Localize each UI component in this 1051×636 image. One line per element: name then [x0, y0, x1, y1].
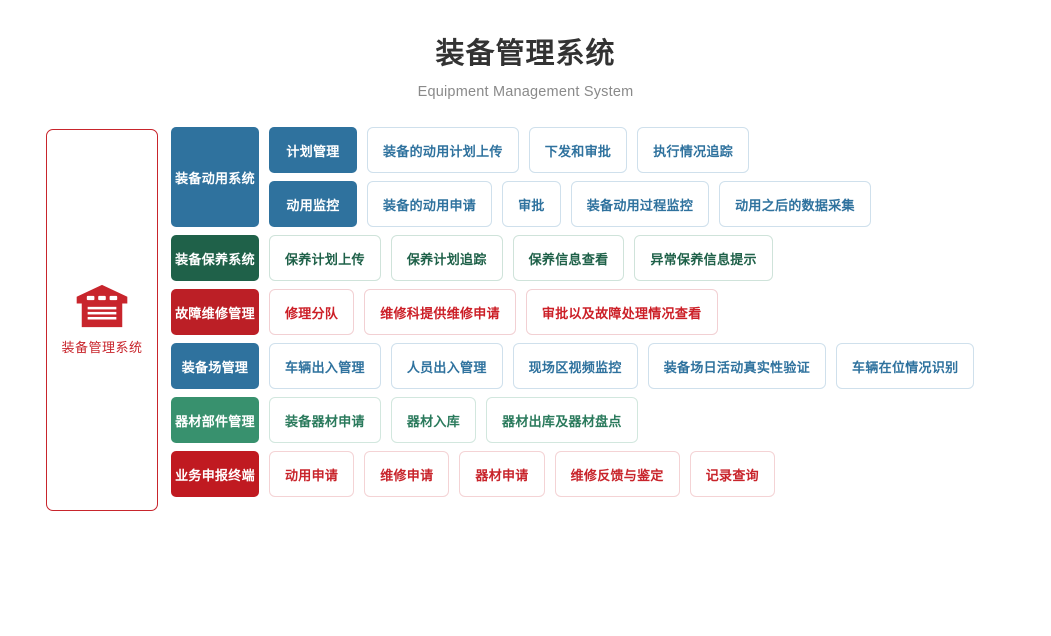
module-group-button[interactable]: 动用监控 [269, 181, 357, 227]
module-items: 车辆出入管理人员出入管理现场区视频监控装备场日活动真实性验证车辆在位情况识别 [269, 343, 975, 389]
module-feature-button[interactable]: 修理分队 [269, 289, 355, 335]
module-items: 保养计划上传保养计划追踪保养信息查看异常保养信息提示 [269, 235, 773, 281]
module-feature-button[interactable]: 器材出库及器材盘点 [486, 397, 638, 443]
module-feature-button[interactable]: 异常保养信息提示 [634, 235, 773, 281]
page-header: 装备管理系统 Equipment Management System [0, 36, 1051, 103]
module-feature-button[interactable]: 动用申请 [269, 451, 355, 497]
module-feature-button[interactable]: 车辆出入管理 [269, 343, 381, 389]
module-subrow: 动用申请维修申请器材申请维修反馈与鉴定记录查询 [269, 451, 775, 497]
module-row: 装备保养系统保养计划上传保养计划追踪保养信息查看异常保养信息提示 [171, 235, 974, 281]
module-category-button[interactable]: 装备场管理 [171, 343, 259, 389]
module-feature-button[interactable]: 动用之后的数据采集 [719, 181, 871, 227]
module-feature-button[interactable]: 保养计划上传 [269, 235, 381, 281]
module-feature-button[interactable]: 装备器材申请 [269, 397, 381, 443]
page-title: 装备管理系统 [435, 38, 616, 70]
module-feature-button[interactable]: 现场区视频监控 [512, 343, 638, 389]
module-feature-button[interactable]: 器材入库 [390, 397, 477, 443]
module-category-button[interactable]: 装备保养系统 [171, 235, 259, 281]
module-rows: 装备动用系统计划管理装备的动用计划上传下发和审批执行情况追踪动用监控装备的动用申… [171, 127, 975, 505]
module-feature-button[interactable]: 人员出入管理 [390, 343, 503, 389]
module-feature-button[interactable]: 下发和审批 [528, 127, 628, 173]
module-feature-button[interactable]: 保养计划追踪 [390, 235, 503, 281]
module-items: 动用申请维修申请器材申请维修反馈与鉴定记录查询 [269, 451, 775, 497]
module-feature-button[interactable]: 维修科提供维修申请 [364, 289, 516, 335]
module-feature-button[interactable]: 器材申请 [459, 451, 545, 497]
module-row: 业务申报终端动用申请维修申请器材申请维修反馈与鉴定记录查询 [171, 451, 974, 497]
module-feature-button[interactable]: 保养信息查看 [512, 235, 625, 281]
system-overview-panel[interactable]: 装备管理系统 [46, 129, 158, 511]
module-row: 器材部件管理装备器材申请器材入库器材出库及器材盘点 [171, 397, 974, 443]
module-row: 装备场管理车辆出入管理人员出入管理现场区视频监控装备场日活动真实性验证车辆在位情… [171, 343, 975, 389]
warehouse-icon [76, 284, 128, 328]
module-feature-button[interactable]: 装备场日活动真实性验证 [647, 343, 827, 389]
module-subrow: 装备器材申请器材入库器材出库及器材盘点 [269, 397, 638, 443]
module-items: 装备器材申请器材入库器材出库及器材盘点 [269, 397, 638, 443]
module-subrow: 车辆出入管理人员出入管理现场区视频监控装备场日活动真实性验证车辆在位情况识别 [269, 343, 975, 389]
module-items: 计划管理装备的动用计划上传下发和审批执行情况追踪动用监控装备的动用申请审批装备动… [269, 127, 871, 227]
module-subrow: 保养计划上传保养计划追踪保养信息查看异常保养信息提示 [269, 235, 773, 281]
module-subrow: 修理分队维修科提供维修申请审批以及故障处理情况查看 [269, 289, 718, 335]
module-subrow: 计划管理装备的动用计划上传下发和审批执行情况追踪 [269, 127, 871, 173]
module-feature-button[interactable]: 执行情况追踪 [637, 127, 750, 173]
module-feature-button[interactable]: 装备动用过程监控 [570, 181, 710, 227]
module-feature-button[interactable]: 装备的动用计划上传 [367, 127, 519, 173]
module-feature-button[interactable]: 维修申请 [364, 451, 450, 497]
page-subtitle: Equipment Management System [417, 84, 634, 100]
module-feature-button[interactable]: 维修反馈与鉴定 [554, 451, 680, 497]
module-category-button[interactable]: 装备动用系统 [171, 127, 259, 227]
system-overview-label: 装备管理系统 [61, 340, 143, 355]
module-category-button[interactable]: 业务申报终端 [171, 451, 259, 497]
module-category-button[interactable]: 器材部件管理 [171, 397, 259, 443]
module-items: 修理分队维修科提供维修申请审批以及故障处理情况查看 [269, 289, 718, 335]
module-subrow: 动用监控装备的动用申请审批装备动用过程监控动用之后的数据采集 [269, 181, 871, 227]
module-group-button[interactable]: 计划管理 [269, 127, 357, 173]
module-row: 装备动用系统计划管理装备的动用计划上传下发和审批执行情况追踪动用监控装备的动用申… [171, 127, 974, 227]
module-feature-button[interactable]: 记录查询 [689, 451, 775, 497]
module-feature-button[interactable]: 车辆在位情况识别 [836, 343, 975, 389]
module-row: 故障维修管理修理分队维修科提供维修申请审批以及故障处理情况查看 [171, 289, 974, 335]
module-feature-button[interactable]: 审批 [502, 181, 561, 227]
module-category-button[interactable]: 故障维修管理 [171, 289, 259, 335]
module-feature-button[interactable]: 装备的动用申请 [367, 181, 493, 227]
module-feature-button[interactable]: 审批以及故障处理情况查看 [525, 289, 718, 335]
